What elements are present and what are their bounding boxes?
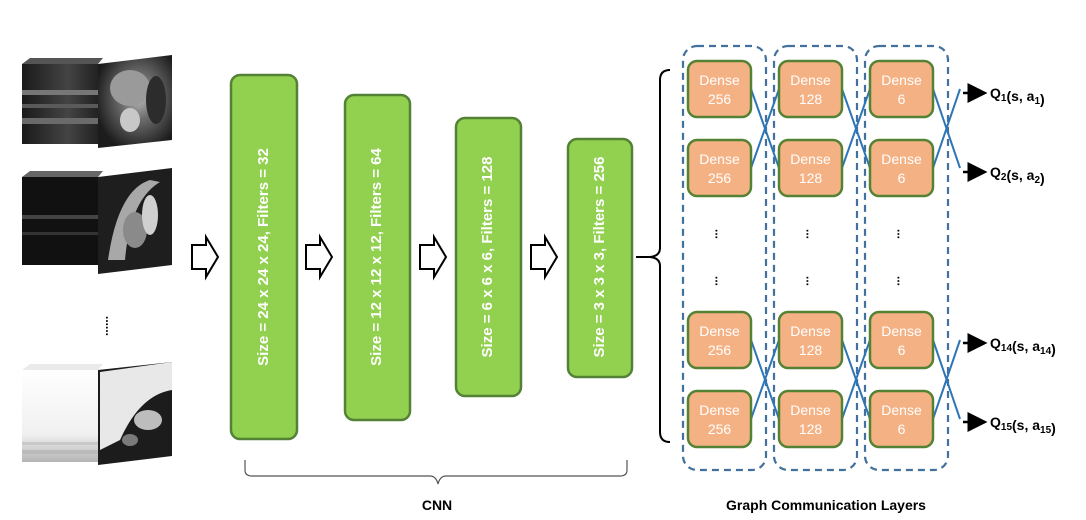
graph-column-group-2 [772, 44, 859, 472]
q-outputs: Q1(s, a1) Q2(s, a2) Q14(s, a14) Q15(s, a15) [963, 83, 1056, 436]
graph-edge-2-b [841, 88, 871, 169]
dense-node-units: 256 [708, 421, 732, 437]
dense-node-units: 6 [898, 421, 906, 437]
cnn-layer-4: Size = 3 x 3 x 3, Filters = 256 [566, 137, 634, 379]
dense-node-units: 128 [799, 342, 823, 358]
cnn-layer-3-label: Size = 6 x 6 x 6, Filters = 128 [479, 157, 496, 358]
block-arrow-1 [191, 233, 220, 281]
dense-node-label: Dense [881, 151, 922, 167]
dense-node-box [868, 389, 935, 449]
cnn-layers: Size = 24 x 24 x 24, Filters = 32 Size =… [229, 73, 634, 441]
cnn-layer-3: Size = 6 x 6 x 6, Filters = 128 [454, 116, 523, 398]
dense-node-c2-r3: Dense 128 [777, 310, 844, 370]
dense-node-label: Dense [699, 323, 740, 339]
dense-node-units: 256 [708, 342, 732, 358]
graph-ellipsis-c1-2: ... [713, 276, 727, 286]
dense-node-label: Dense [881, 402, 922, 418]
dense-node-box [777, 138, 844, 198]
cnn-layer-1-label: Size = 24 x 24 x 24, Filters = 32 [255, 148, 272, 366]
graph-edge-3-b [932, 88, 961, 169]
input-ellipsis: ...... [103, 316, 117, 336]
dense-node-units: 6 [898, 342, 906, 358]
cnn-layer-2-label: Size = 12 x 12 x 12, Filters = 64 [368, 148, 385, 366]
dense-node-box [868, 310, 935, 370]
dense-node-label: Dense [699, 151, 740, 167]
dense-node-box [686, 138, 753, 198]
block-arrows [191, 233, 559, 281]
input-volume-n [22, 362, 172, 465]
graph-ellipses: .................. [713, 229, 909, 286]
dense-node-c3-r4: Dense 6 [868, 389, 935, 449]
dense-node-units: 256 [708, 91, 732, 107]
dense-node-units: 6 [898, 91, 906, 107]
graph-caption: Graph Communication Layers [726, 497, 926, 513]
dense-node-c1-r3: Dense 256 [686, 310, 753, 370]
graph-ellipsis-c2-1: ... [804, 229, 818, 239]
fanout-brace [649, 69, 671, 443]
input-volume-2 [22, 168, 172, 274]
graph-edge-6-b [932, 339, 961, 420]
input-volume-1 [22, 55, 172, 148]
dense-node-units: 256 [708, 170, 732, 186]
graph-column-group-3 [863, 44, 950, 472]
dense-node-label: Dense [699, 402, 740, 418]
q-output-label: Q15(s, a15) [990, 414, 1056, 436]
block-arrow-2 [305, 233, 334, 281]
dense-node-c2-r1: Dense 128 [777, 59, 844, 119]
graph-edges [750, 88, 961, 420]
block-arrow-4 [530, 233, 559, 281]
dense-node-units: 6 [898, 170, 906, 186]
dense-node-c1-r1: Dense 256 [686, 59, 753, 119]
dense-node-label: Dense [699, 72, 740, 88]
dense-node-c1-r2: Dense 256 [686, 138, 753, 198]
dense-node-units: 128 [799, 91, 823, 107]
dense-node-c3-r1: Dense 6 [868, 59, 935, 119]
dense-node-units: 128 [799, 170, 823, 186]
dense-node-label: Dense [881, 323, 922, 339]
q-output-label: Q2(s, a2) [990, 164, 1045, 186]
graph-column-groups [681, 44, 950, 472]
graph-edge-1-b [750, 88, 780, 169]
graph-column-group-1 [681, 44, 768, 472]
dense-node-box [868, 59, 935, 119]
graph-ellipsis-c2-2: ... [804, 276, 818, 286]
cnn-layer-2: Size = 12 x 12 x 12, Filters = 64 [343, 93, 412, 422]
dense-node-c2-r2: Dense 128 [777, 138, 844, 198]
dense-node-c3-r3: Dense 6 [868, 310, 935, 370]
block-arrow-3 [419, 233, 448, 281]
dense-node-c3-r2: Dense 6 [868, 138, 935, 198]
dense-node-label: Dense [881, 72, 922, 88]
graph-edge-4-b [750, 339, 780, 420]
dense-node-box [868, 138, 935, 198]
graph-nodes: Dense256Dense256Dense256Dense256Dense128… [686, 59, 935, 449]
q-output-1: Q1(s, a1) [963, 83, 1045, 107]
dense-node-box [686, 310, 753, 370]
q-output-label: Q14(s, a14) [990, 335, 1056, 357]
dense-node-box [777, 310, 844, 370]
dense-node-label: Dense [790, 402, 831, 418]
dense-node-c2-r4: Dense 128 [777, 389, 844, 449]
cnn-layer-4-label: Size = 3 x 3 x 3, Filters = 256 [591, 157, 608, 358]
q-output-label: Q1(s, a1) [990, 85, 1045, 107]
graph-ellipsis-c1-1: ... [713, 229, 727, 239]
dense-node-box [777, 389, 844, 449]
q-output-2: Q2(s, a2) [963, 162, 1045, 186]
dense-node-label: Dense [790, 72, 831, 88]
dense-node-label: Dense [790, 151, 831, 167]
dense-node-box [686, 59, 753, 119]
graph-edge-5-b [841, 339, 871, 420]
graph-ellipsis-c3-1: ... [895, 229, 909, 239]
dense-node-units: 128 [799, 421, 823, 437]
dense-node-box [686, 389, 753, 449]
graph-ellipsis-c3-2: ... [895, 276, 909, 286]
cnn-caption: CNN [422, 497, 452, 513]
dense-node-box [777, 59, 844, 119]
cnn-layer-1: Size = 24 x 24 x 24, Filters = 32 [229, 73, 299, 441]
cnn-bracket [244, 460, 628, 485]
q-output-3: Q14(s, a14) [963, 333, 1056, 357]
dense-node-label: Dense [790, 323, 831, 339]
q-output-4: Q15(s, a15) [963, 412, 1056, 436]
dense-node-c1-r4: Dense 256 [686, 389, 753, 449]
